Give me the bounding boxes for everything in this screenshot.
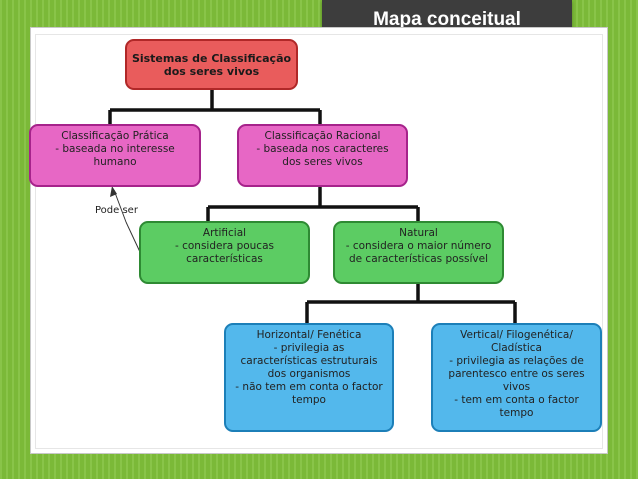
node-line: - considera o maior número — [345, 240, 492, 252]
diagram-inner-border — [35, 34, 603, 449]
node-line: - privilegia as relações de — [449, 355, 584, 367]
node-line: Classificação Prática — [61, 130, 169, 142]
node-line: de características possível — [348, 253, 489, 265]
node-sistemas-classificacao: Sistemas de Classificação dos seres vivo… — [125, 39, 298, 90]
node-line: - tem em conta o factor — [454, 394, 579, 406]
node-line: humano — [93, 156, 137, 168]
node-line: Natural — [399, 227, 438, 239]
node-horizontal-fenetica: Horizontal/ Fenética - privilegia as car… — [224, 323, 394, 432]
node-line: - privilegia as — [273, 342, 345, 354]
arrow-head-icon — [110, 186, 117, 197]
node-line: tempo — [292, 394, 326, 406]
node-line: - considera poucas — [174, 240, 274, 252]
node-line: Vertical/ Filogenética/ — [460, 329, 573, 341]
node-line: Sistemas de Classificação — [131, 51, 292, 65]
node-classificacao-pratica: Classificação Prática - baseada no inter… — [29, 124, 201, 187]
node-vertical-filogenetica: Vertical/ Filogenética/ Cladística - pri… — [431, 323, 602, 432]
node-line: Artificial — [202, 227, 247, 239]
slide-title-text: Mapa conceitual — [373, 9, 521, 30]
node-line: dos seres vivos — [282, 156, 363, 168]
node-line: dos organismos — [267, 368, 351, 380]
node-line: Horizontal/ Fenética — [256, 329, 362, 341]
node-line: características estruturais — [240, 355, 378, 367]
node-line: parentesco entre os seres — [448, 368, 585, 380]
node-artificial: Artificial - considera poucas caracterís… — [139, 221, 310, 284]
node-line: características — [186, 253, 263, 265]
node-line: Classificação Racional — [264, 130, 381, 142]
pode-ser-arrow — [113, 189, 141, 253]
node-line: - não tem em conta o factor — [235, 381, 383, 393]
node-natural: Natural - considera o maior número de ca… — [333, 221, 504, 284]
node-line: - baseada no interesse — [55, 143, 175, 155]
node-line: - baseada nos caracteres — [256, 143, 389, 155]
node-line: Cladística — [491, 342, 542, 354]
annotation-pode-ser: Pode ser — [95, 205, 138, 216]
node-line: dos seres vivos — [163, 64, 260, 78]
node-classificacao-racional: Classificação Racional - baseada nos car… — [237, 124, 408, 187]
node-line: vivos — [502, 381, 531, 393]
node-line: tempo — [499, 407, 534, 419]
